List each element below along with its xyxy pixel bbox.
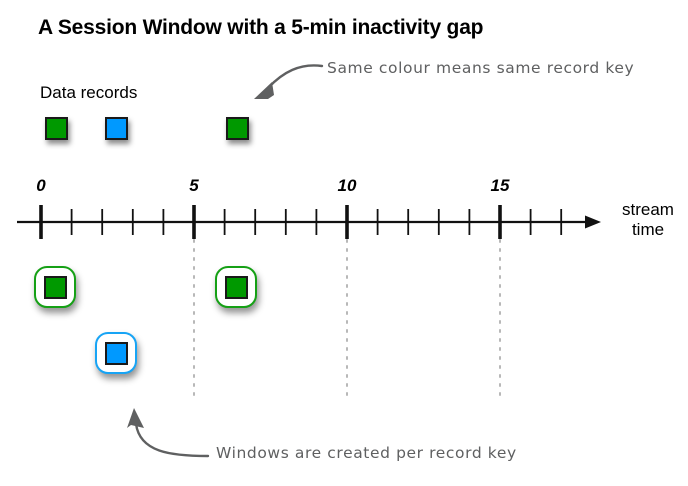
axis-tick-label-0: 0: [36, 176, 46, 195]
session-window-green-2: [215, 266, 257, 308]
page-title: A Session Window with a 5-min inactivity…: [38, 16, 484, 39]
session-window-blue-1: [95, 332, 137, 374]
arrow-top: [254, 64, 324, 99]
window-record-blue-1: [104, 341, 128, 365]
timeline-axis: [17, 205, 601, 239]
stream-time-line1: stream: [622, 200, 674, 219]
annotation-windows-per-key: Windows are created per record key: [216, 444, 517, 462]
dotted-gridlines: [193, 239, 501, 399]
annotation-same-colour: Same colour means same record key: [327, 59, 635, 77]
window-record-green-1: [43, 275, 67, 299]
data-record-green-2: [226, 117, 249, 140]
stream-time-line2: time: [631, 220, 665, 239]
axis-tick-label-5: 5: [189, 176, 199, 195]
window-record-green-2: [224, 275, 248, 299]
axis-tick-label-10: 10: [337, 176, 357, 195]
data-records-label: Data records: [40, 83, 138, 102]
data-record-green-1: [45, 117, 68, 140]
session-window-green-1: [34, 266, 76, 308]
arrow-bottom: [127, 408, 210, 458]
data-record-blue-1: [105, 117, 128, 140]
axis-tick-label-15: 15: [490, 176, 510, 195]
